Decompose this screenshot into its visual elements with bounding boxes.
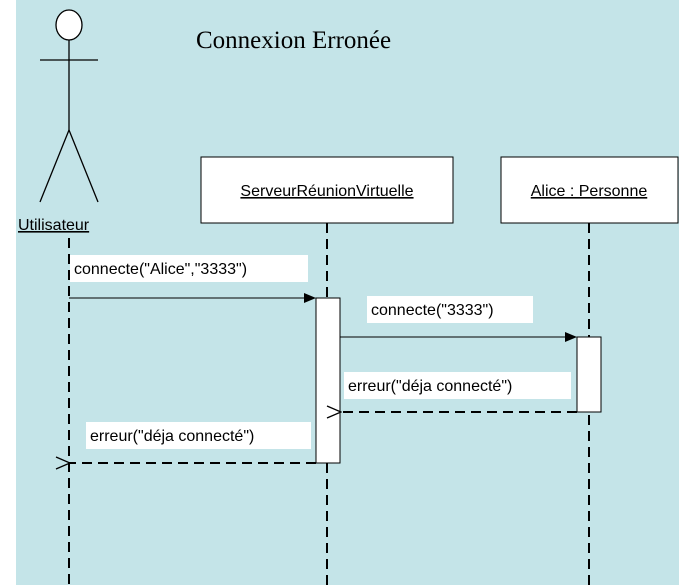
message-label-bg-1 bbox=[70, 255, 308, 282]
object-box-alice bbox=[500, 156, 679, 224]
message-label-4: erreur("déja connecté") bbox=[90, 428, 254, 445]
object-label-alice: Alice : Personne bbox=[531, 183, 648, 200]
actor-right-leg bbox=[68, 129, 99, 203]
activation-alice bbox=[576, 336, 602, 413]
message-label-bg-3 bbox=[344, 372, 571, 399]
actor-head bbox=[55, 9, 83, 41]
object-label-serveur: ServeurRéunionVirtuelle bbox=[240, 183, 413, 200]
message-label-bg-2 bbox=[367, 296, 533, 323]
actor-figure bbox=[39, 9, 99, 203]
activation-serveur bbox=[315, 297, 341, 464]
message-label-bg-4 bbox=[86, 422, 311, 449]
actor-label: Utilisateur bbox=[18, 217, 90, 234]
actor-left-leg bbox=[39, 129, 70, 203]
message-label-1: connecte("Alice","3333") bbox=[74, 261, 247, 278]
diagram-background bbox=[16, 0, 679, 585]
message-label-2: connecte("3333") bbox=[371, 302, 494, 319]
diagram-title: Connexion Erronée bbox=[196, 27, 391, 54]
message-label-3: erreur("déja connecté") bbox=[348, 378, 512, 395]
